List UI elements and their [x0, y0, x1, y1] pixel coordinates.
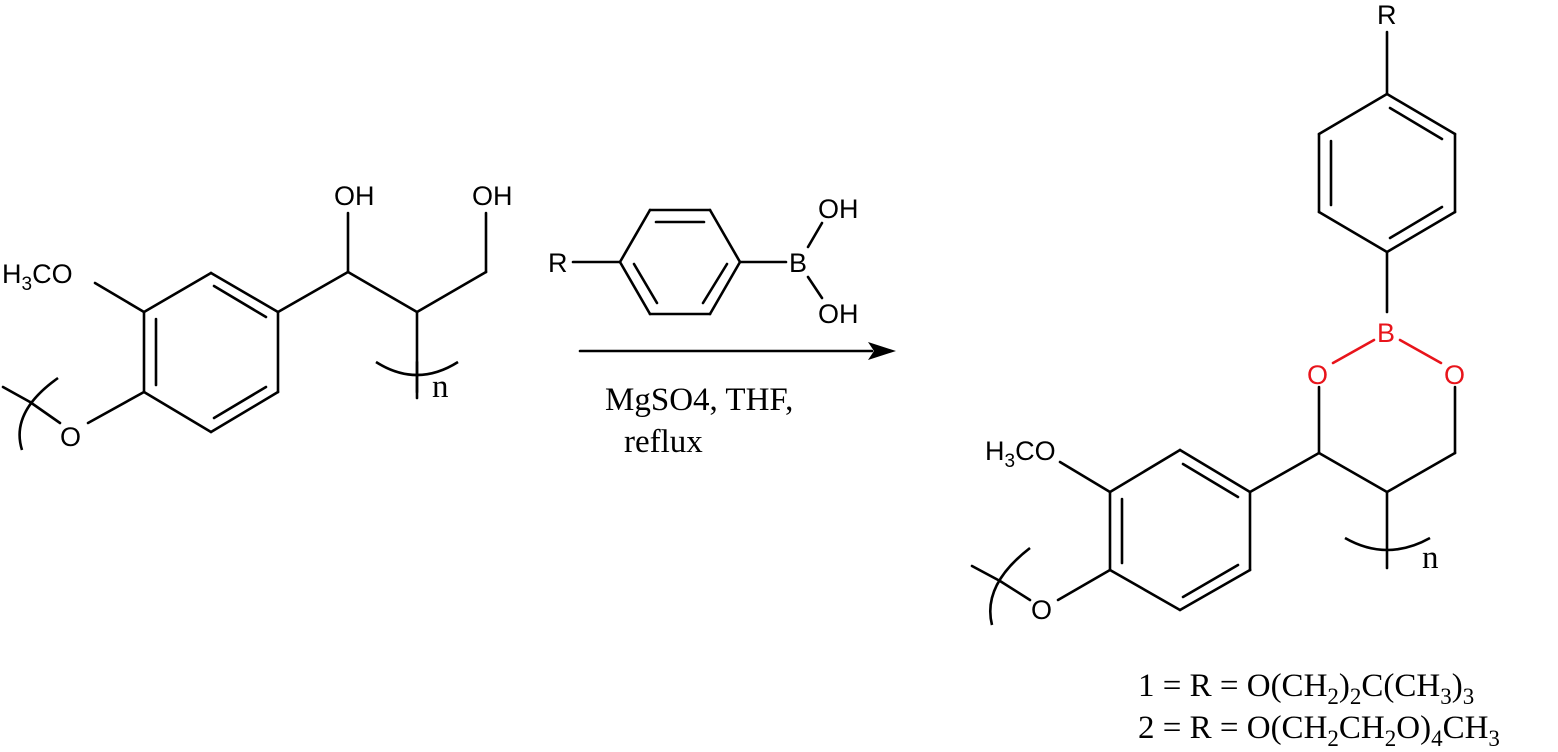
product-repeat-n: n [1422, 540, 1439, 576]
reactant-benzene-ring [142, 271, 280, 434]
product-methoxy-label: H3CO [985, 436, 1056, 472]
reactant-hydroxyl-2: OH [472, 181, 513, 211]
reagent-hydroxyl-top: OH [818, 194, 859, 224]
dioxaborinane-ring [1317, 338, 1457, 494]
boronic-acid-reagent: R B OH OH [548, 194, 859, 329]
reagent-boron: B [789, 248, 807, 278]
product-r-label: R [1377, 0, 1397, 30]
reactant-hydroxyl-1: OH [334, 181, 375, 211]
reagent-hydroxyl-bottom: OH [818, 299, 859, 329]
product-ring-oxygen-left: O [1307, 360, 1328, 390]
product-guaiacyl-ring [1108, 448, 1252, 612]
reactant-structure: H3CO O OH OH n [1, 181, 513, 452]
product-polymer-bracket-left [989, 546, 1031, 626]
product-structure: R B O O H3CO O n [970, 0, 1465, 626]
legend-line-2: 2 = R = O(CH2CH2O)4CH3 [1138, 710, 1500, 751]
product-ring-oxygen-right: O [1444, 360, 1465, 390]
reagent-benzene-ring [618, 208, 742, 316]
reaction-arrow [578, 342, 896, 360]
product-boron: B [1377, 318, 1395, 348]
reagent-r-label: R [548, 248, 568, 278]
product-ether-oxygen: O [1031, 595, 1052, 625]
reactant-ether-oxygen: O [60, 422, 81, 452]
conditions-line-1: MgSO4, THF, [605, 382, 793, 418]
legend-line-1: 1 = R = O(CH2)2C(CH3)3 [1138, 668, 1474, 709]
reactant-repeat-n: n [432, 369, 449, 405]
product-polymer-bracket-right [1344, 536, 1431, 552]
substituent-legend: 1 = R = O(CH2)2C(CH3)3 2 = R = O(CH2CH2O… [1138, 668, 1500, 751]
reactant-methoxy-label: H3CO [2, 259, 73, 295]
conditions-line-2: reflux [624, 424, 703, 460]
product-aryl-ring [1317, 92, 1457, 254]
reactant-polymer-bracket-left [18, 376, 59, 451]
